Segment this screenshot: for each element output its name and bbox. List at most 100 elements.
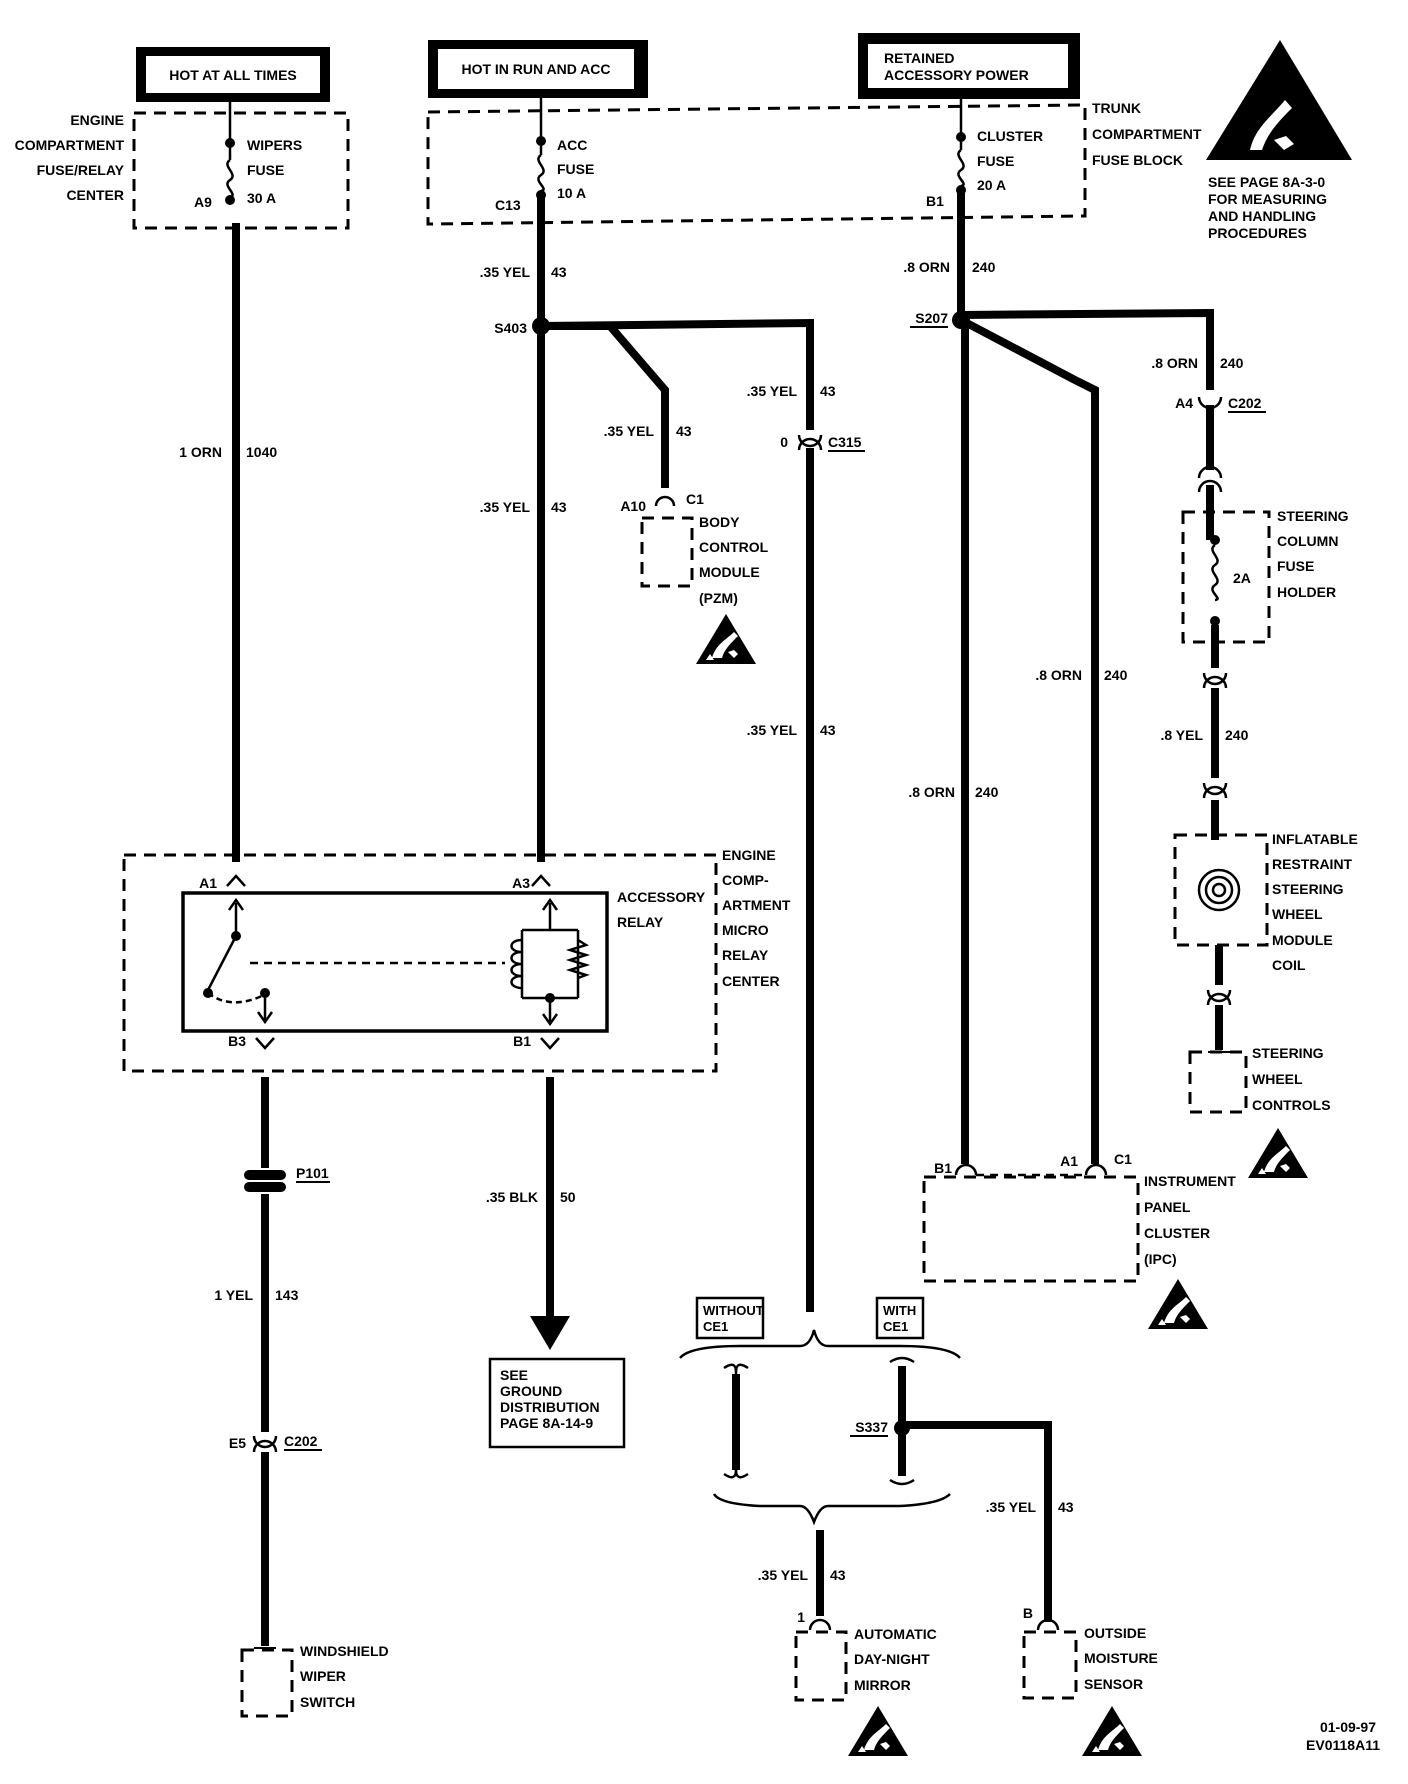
- option-brace-top: [679, 1329, 961, 1359]
- svg-text:SEE PAGE 8A-3-0: SEE PAGE 8A-3-0: [1208, 174, 1325, 190]
- svg-text:1: 1: [797, 1609, 805, 1625]
- instrument-panel-cluster: [922, 1175, 1140, 1283]
- svg-text:AUTOMATIC: AUTOMATIC: [854, 1626, 937, 1642]
- connector-c202-e5: E5 C202: [229, 1433, 322, 1453]
- wiper-switch-label: WINDSHIELD WIPER SWITCH: [300, 1643, 389, 1710]
- wire-240-ipc-a1: [959, 316, 1099, 1164]
- svg-text:FOR MEASURING: FOR MEASURING: [1208, 191, 1327, 207]
- svg-text:ENGINE: ENGINE: [722, 847, 776, 863]
- steering-wheel-controls-label: STEERING WHEEL CONTROLS: [1252, 1045, 1331, 1113]
- esd-icon-ipc: [1148, 1279, 1208, 1329]
- diagram-date: 01-09-97: [1320, 1719, 1376, 1735]
- svg-text:HOLDER: HOLDER: [1277, 584, 1336, 600]
- trunk-fuse-block-box: [426, 103, 1087, 226]
- svg-text:A10: A10: [620, 498, 646, 514]
- svg-text:B3: B3: [228, 1033, 246, 1049]
- svg-text:ARTMENT: ARTMENT: [722, 897, 791, 913]
- svg-text:STEERING: STEERING: [1277, 508, 1349, 524]
- svg-text:FUSE/RELAY: FUSE/RELAY: [37, 162, 125, 178]
- svg-text:.35 YEL: .35 YEL: [747, 722, 798, 738]
- svg-text:COIL: COIL: [1272, 957, 1306, 973]
- svg-text:43: 43: [830, 1567, 846, 1583]
- svg-text:SEE: SEE: [500, 1367, 528, 1383]
- svg-text:MICRO: MICRO: [722, 922, 769, 938]
- power-source-hot-at-all-times: HOT AT ALL TIMES: [136, 47, 330, 102]
- svg-text:S403: S403: [494, 320, 527, 336]
- svg-text:CENTER: CENTER: [722, 973, 780, 989]
- svg-text:.35 YEL: .35 YEL: [758, 1567, 809, 1583]
- svg-text:RELAY: RELAY: [617, 914, 664, 930]
- svg-text:DAY-NIGHT: DAY-NIGHT: [854, 1651, 930, 1667]
- svg-text:.35 YEL: .35 YEL: [986, 1499, 1037, 1515]
- svg-text:ENGINE: ENGINE: [70, 112, 124, 128]
- bcm-label: BODY CONTROL MODULE (PZM): [699, 514, 769, 606]
- wire-43-bcm: [541, 322, 669, 488]
- inflatable-restraint-coil: [1173, 833, 1269, 947]
- ground-arrow-icon: [530, 1316, 570, 1350]
- svg-text:CE1: CE1: [883, 1319, 908, 1334]
- svg-text:ACCESSORY POWER: ACCESSORY POWER: [884, 67, 1029, 83]
- automatic-day-night-mirror: [794, 1630, 848, 1702]
- svg-text:S337: S337: [855, 1419, 888, 1435]
- micro-relay-center-label: ENGINE COMP- ARTMENT MICRO RELAY CENTER: [722, 847, 791, 989]
- trunk-fuse-block-label: TRUNK COMPARTMENT FUSE BLOCK: [1092, 100, 1202, 168]
- connector-p101: P101: [244, 1165, 330, 1192]
- steering-column-fuse-holder: [1181, 510, 1271, 644]
- svg-text:WITH: WITH: [883, 1303, 916, 1318]
- svg-text:.8 ORN: .8 ORN: [903, 259, 950, 275]
- svg-text:FUSE: FUSE: [977, 153, 1014, 169]
- relay-coil-icon: [510, 897, 591, 1027]
- svg-text:MODULE: MODULE: [699, 564, 760, 580]
- svg-text:B1: B1: [926, 193, 944, 209]
- svg-text:.8 YEL: .8 YEL: [1160, 727, 1203, 743]
- acc-fuse: ACC FUSE 10 A C13: [495, 98, 594, 213]
- svg-text:(IPC): (IPC): [1144, 1251, 1177, 1267]
- diagram-code: EV0118A11: [1306, 1737, 1380, 1753]
- power-source-hot-in-run-acc: HOT IN RUN AND ACC: [428, 40, 648, 98]
- svg-text:1 ORN: 1 ORN: [179, 444, 222, 460]
- svg-text:WHEEL: WHEEL: [1272, 906, 1323, 922]
- connector-c202-a4: A4 C202: [1175, 395, 1266, 413]
- svg-text:C202: C202: [1228, 395, 1262, 411]
- svg-text:C1: C1: [1114, 1151, 1132, 1167]
- svg-text:50: 50: [560, 1189, 576, 1205]
- svg-text:TRUNK: TRUNK: [1092, 100, 1141, 116]
- svg-text:43: 43: [551, 499, 567, 515]
- svg-text:30 A: 30 A: [247, 190, 276, 206]
- svg-text:STEERING: STEERING: [1252, 1045, 1324, 1061]
- svg-text:.8 ORN: .8 ORN: [1151, 355, 1198, 371]
- svg-text:HOT IN RUN AND ACC: HOT IN RUN AND ACC: [461, 61, 610, 77]
- body-control-module: [640, 516, 694, 588]
- svg-text:MODULE: MODULE: [1272, 932, 1333, 948]
- svg-text:A3: A3: [512, 875, 530, 891]
- svg-text:MOISTURE: MOISTURE: [1084, 1650, 1158, 1666]
- svg-text:CONTROL: CONTROL: [699, 539, 769, 555]
- svg-text:0: 0: [780, 434, 788, 450]
- wire-43-moisture: [902, 1421, 1052, 1622]
- option-brace-bottom: [712, 1493, 951, 1526]
- svg-text:INFLATABLE: INFLATABLE: [1272, 831, 1358, 847]
- svg-text:RESTRAINT: RESTRAINT: [1272, 856, 1353, 872]
- svg-text:A1: A1: [199, 875, 217, 891]
- svg-text:10 A: 10 A: [557, 185, 586, 201]
- wire-240-steering: [960, 308, 1214, 390]
- steering-wheel-controls: [1188, 1050, 1248, 1114]
- svg-text:S207: S207: [915, 310, 948, 326]
- svg-text:FUSE: FUSE: [557, 161, 594, 177]
- svg-text:GROUND: GROUND: [500, 1383, 562, 1399]
- svg-text:240: 240: [972, 259, 996, 275]
- svg-text:OUTSIDE: OUTSIDE: [1084, 1625, 1146, 1641]
- svg-text:A9: A9: [194, 194, 212, 210]
- without-ce1-path: [723, 1363, 749, 1479]
- svg-text:43: 43: [676, 423, 692, 439]
- svg-text:CENTER: CENTER: [66, 187, 124, 203]
- svg-text:E5: E5: [229, 1435, 246, 1451]
- svg-text:CLUSTER: CLUSTER: [977, 128, 1043, 144]
- accessory-relay: [181, 891, 609, 1033]
- windshield-wiper-switch: [240, 1648, 294, 1718]
- svg-text:C202: C202: [284, 1433, 318, 1449]
- svg-text:WHEEL: WHEEL: [1252, 1071, 1303, 1087]
- accessory-relay-label: ACCESSORY RELAY: [617, 889, 706, 930]
- svg-text:A1: A1: [1060, 1153, 1078, 1169]
